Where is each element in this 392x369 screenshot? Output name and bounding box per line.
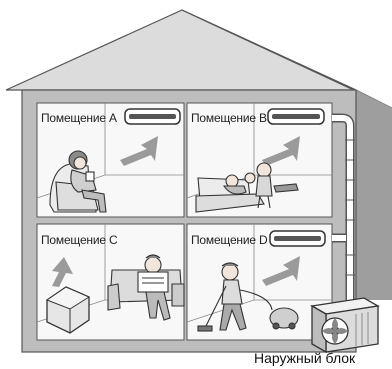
room-d-label: Помещение D [191,233,268,247]
roof [6,10,356,90]
room-b-label: Помещение B [191,111,267,125]
room-c-label: Помещение C [41,233,118,247]
wall-side-shade [356,90,392,300]
outdoor-unit [312,298,378,352]
indoor-unit-d [270,231,325,246]
indoor-unit-b [268,109,324,124]
room-a-label: Помещение A [41,111,117,125]
indoor-unit-a [125,109,180,124]
outdoor-unit-label: Наружный блок [254,350,356,366]
